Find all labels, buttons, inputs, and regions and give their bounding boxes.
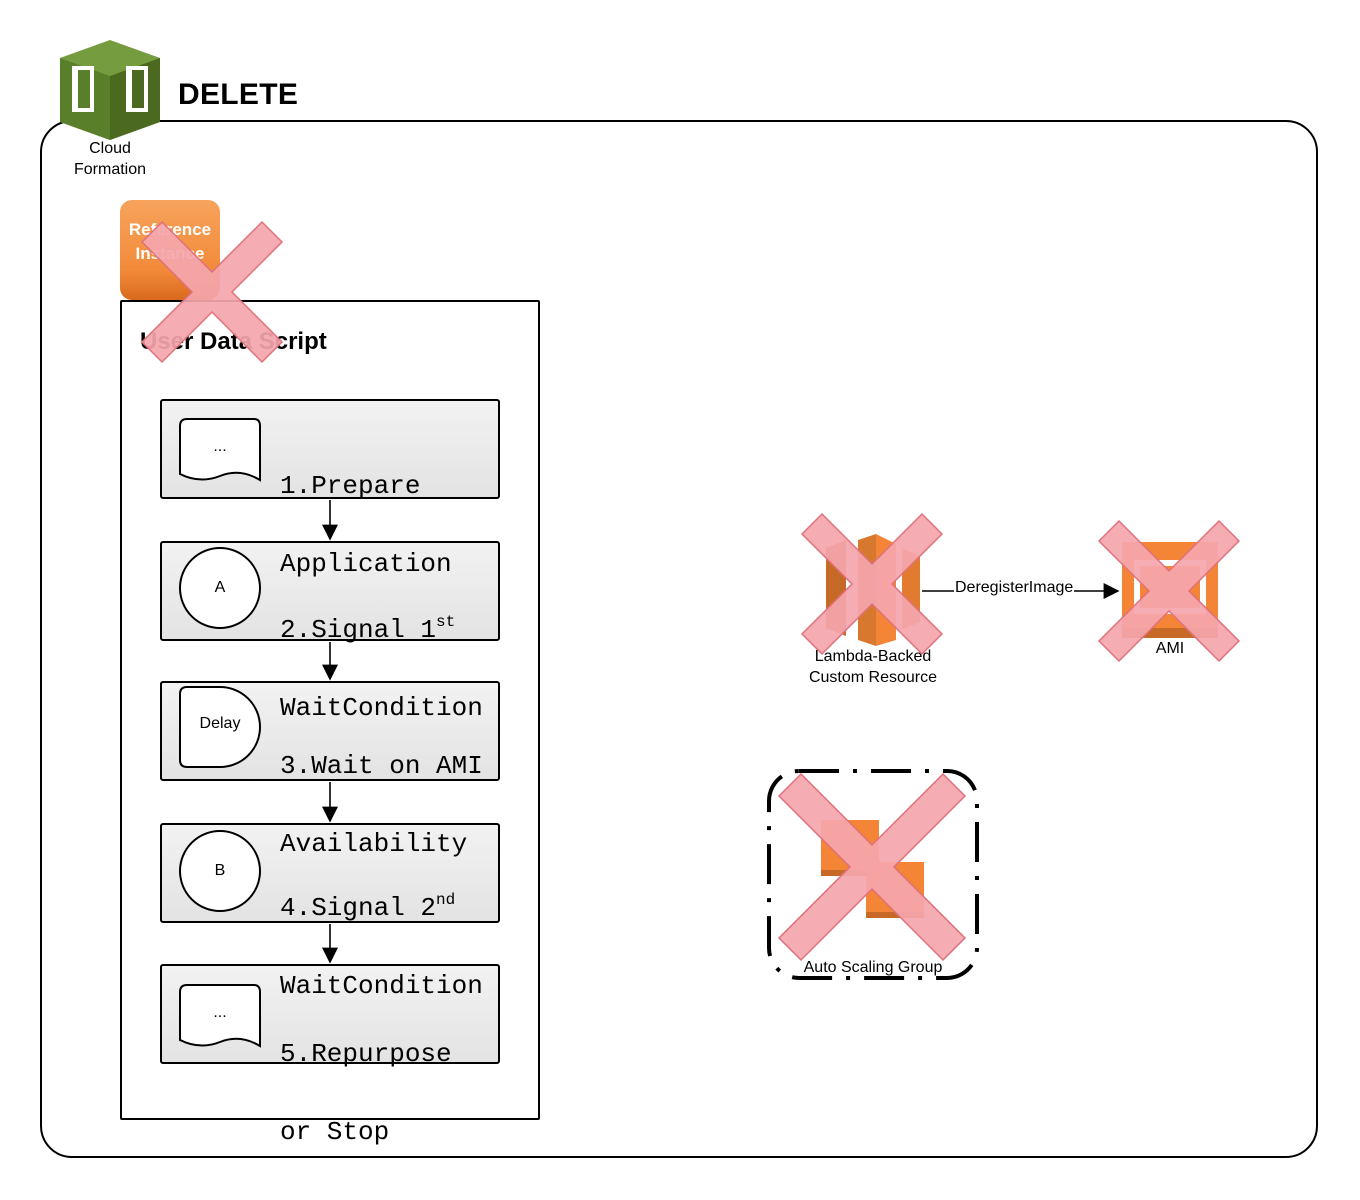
step-3-shape-label: Delay bbox=[199, 715, 241, 732]
step-3-text: 3.Wait on AMI Availability bbox=[280, 751, 483, 859]
step-2-shape-label: A bbox=[214, 579, 226, 596]
step-2-text: 2.Signal 1st WaitCondition bbox=[280, 613, 483, 723]
cloudformation-stack-frame bbox=[40, 120, 1318, 1158]
auto-scaling-group-label: Auto Scaling Group bbox=[803, 959, 943, 976]
delay-shape bbox=[179, 686, 261, 768]
step-5-text: 5.Repurpose or Stop bbox=[280, 1039, 452, 1147]
document-shape bbox=[179, 418, 261, 482]
step-5-shape-label: ... bbox=[213, 1004, 227, 1021]
step-1-shape-label: ... bbox=[213, 438, 227, 455]
document-shape bbox=[179, 984, 261, 1048]
ami-label: AMI bbox=[1155, 640, 1185, 657]
auto-scaling-group-border bbox=[767, 769, 979, 980]
step-4-text: 4.Signal 2nd WaitCondition bbox=[280, 891, 483, 1001]
delete-x-icon bbox=[140, 220, 284, 364]
delete-x-icon bbox=[1097, 519, 1241, 663]
circle-shape-a bbox=[179, 547, 261, 629]
delete-x-icon bbox=[800, 512, 944, 656]
step-1-text: 1.Prepare Application bbox=[280, 471, 452, 579]
deregister-image-label: DeregisterImage bbox=[954, 579, 1075, 597]
circle-shape-b bbox=[179, 830, 261, 912]
delete-x-icon bbox=[777, 772, 967, 962]
step-4-shape-label: B bbox=[214, 862, 226, 879]
lambda-label: Lambda-Backed Custom Resource bbox=[808, 648, 938, 686]
cloudformation-label: Cloud Formation bbox=[73, 140, 147, 178]
diagram-title: DELETE bbox=[178, 78, 299, 111]
